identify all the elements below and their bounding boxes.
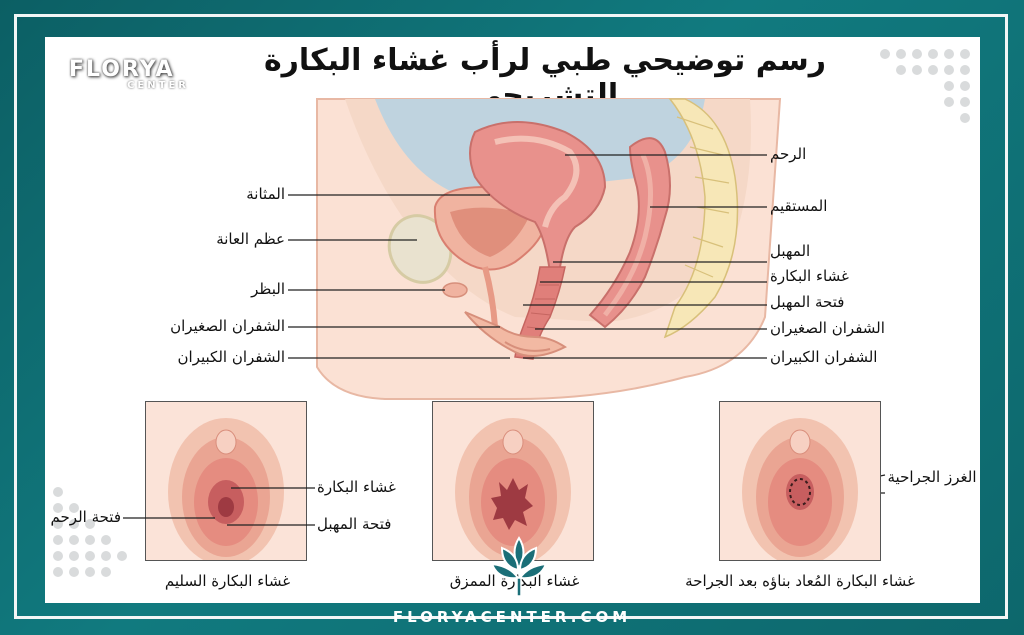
pelvic-anatomy-illustration	[288, 98, 782, 400]
intact-hymen-illustration	[168, 418, 284, 560]
label-rectum: المستقيم	[770, 197, 828, 215]
brand-logo: FLORYA CENTER	[69, 57, 189, 101]
inset1-caption: غشاء البكارة السليم	[164, 572, 291, 590]
label-bladder: المثانة	[246, 185, 285, 203]
sacrum-bone	[663, 98, 739, 339]
label-labia-majora-right: الشفران الكبيران	[770, 348, 878, 366]
footer-website: FLORYACENTER.COM	[392, 608, 632, 626]
label-vagina: المهبل	[770, 242, 811, 260]
inset1-label-uterus-opening: فتحة الرحم	[50, 508, 121, 526]
inset-reconstructed-hymen	[719, 401, 881, 561]
reconstructed-hymen-illustration	[742, 418, 858, 560]
label-uterus: الرحم	[770, 145, 807, 163]
inset3-label-sutures: الغرز الجراحية	[887, 468, 977, 486]
frame-border	[14, 14, 1008, 619]
label-clitoris: البظر	[251, 280, 285, 298]
inset-intact-hymen	[145, 401, 307, 561]
diagram-panel: FLORYA CENTER رسم توضيحي طبي لرأب غشاء ا…	[45, 37, 980, 603]
inset3-caption: غشاء البكارة المُعاد بناؤه بعد الجراحة	[685, 572, 915, 590]
label-vaginal-opening: فتحة المهبل	[770, 293, 845, 311]
logo-sub-text: CENTER	[127, 80, 189, 91]
torn-hymen-illustration	[455, 418, 571, 560]
inset1-label-hymen: غشاء البكارة	[317, 478, 396, 496]
dots-decoration-top-right	[880, 49, 980, 139]
label-labia-majora-left: الشفران الكبيران	[177, 348, 285, 366]
dots-decoration-bottom-left	[53, 487, 153, 587]
inset2-caption: غشاء البكارة الممزق	[449, 572, 580, 590]
label-hymen: غشاء البكارة	[770, 267, 849, 285]
inset-torn-hymen	[432, 401, 594, 561]
label-labia-minora-right: الشفران الصغيران	[770, 319, 885, 337]
inset1-label-vaginal-opening: فتحة المهبل	[317, 515, 392, 533]
label-pubic-bone: عظم العانة	[216, 230, 285, 248]
labia-outline	[464, 311, 567, 357]
logo-main-text: FLORYA	[69, 57, 175, 82]
label-labia-minora-left: الشفران الصغيران	[170, 317, 285, 335]
lotus-logo-icon	[490, 536, 548, 597]
